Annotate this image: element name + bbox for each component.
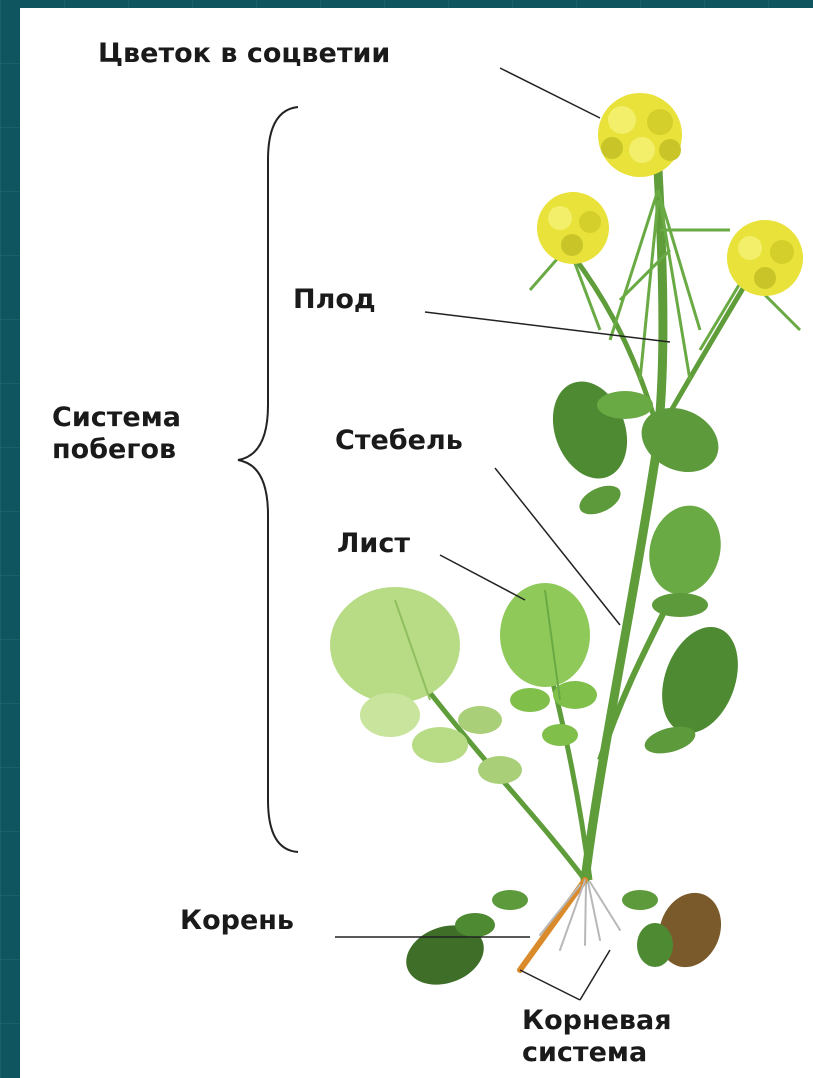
basal-leaf-large [330, 587, 522, 784]
label-stem: Стебель [335, 425, 463, 457]
pointer-root-system-a [520, 970, 580, 1000]
label-root-system-line1: Корневая [522, 1005, 672, 1037]
curly-brace-left [238, 107, 298, 852]
label-fruit: Плод [293, 284, 376, 316]
label-shoot-system-line1: Система [52, 402, 181, 434]
label-leaf: Лист [337, 528, 410, 560]
label-shoot-system: Система побегов [52, 402, 181, 467]
flower-cluster-right [727, 220, 803, 296]
flower-cluster-left [537, 192, 609, 264]
basal-leaf-mid [500, 583, 597, 746]
label-root: Корень [180, 905, 294, 937]
label-shoot-system-line2: побегов [52, 434, 181, 466]
pointer-root-system-b [580, 950, 610, 1000]
label-flower: Цветок в соцветии [98, 38, 390, 70]
flower-cluster-top [598, 93, 682, 177]
pointer-leaf [440, 555, 525, 600]
pointer-flower [500, 68, 600, 118]
root-system [520, 880, 620, 970]
label-root-system-line2: система [522, 1037, 672, 1069]
pointer-fruit [425, 312, 670, 342]
label-root-system: Корневая система [522, 1005, 672, 1070]
